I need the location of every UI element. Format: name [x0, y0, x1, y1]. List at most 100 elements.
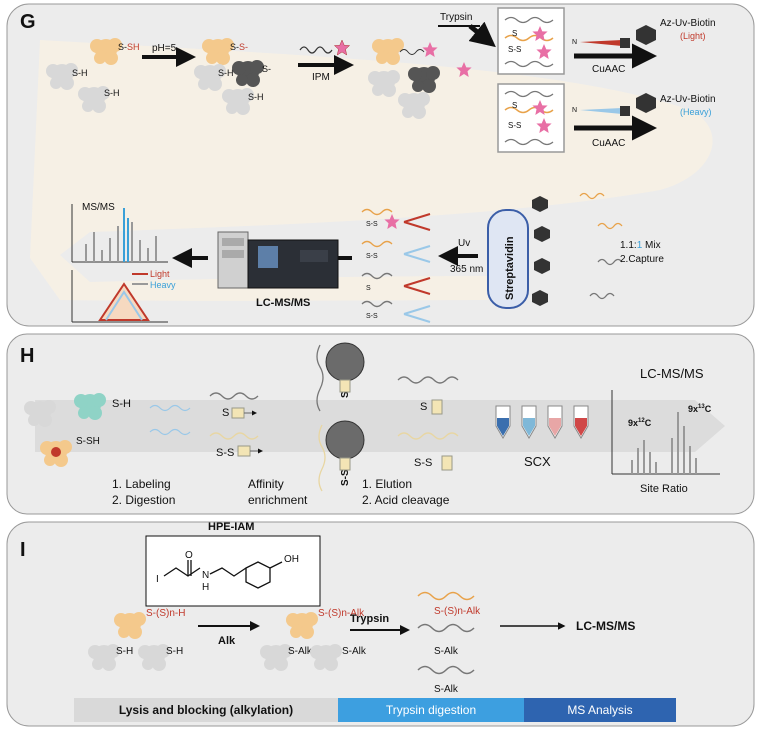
- protein-dark: [408, 66, 440, 93]
- peptide: [417, 623, 475, 633]
- scx-tubes: [495, 405, 589, 439]
- trypsin-label: Trypsin: [350, 613, 389, 625]
- peptide-modified: [417, 591, 475, 601]
- protein-grey: [310, 644, 342, 671]
- stage-ms: [524, 698, 676, 722]
- biotin-linker-light: [580, 40, 622, 46]
- uv-wavelength: 365 nm: [450, 264, 483, 275]
- stage-lysis: [74, 698, 338, 722]
- heavy-isotope-label: 9x13C: [688, 404, 712, 414]
- isotope-spectrum: [611, 390, 720, 475]
- legend-heavy: Heavy: [150, 280, 176, 290]
- panel-h: H S-H S-SH S S-S S S-S S S-S: [6, 333, 755, 515]
- s-label: S: [340, 391, 351, 398]
- s-h-label: S-H: [218, 68, 234, 78]
- cleaved-peptides: S-S S-S S S-S: [361, 208, 431, 323]
- azide-label: N: [572, 39, 577, 46]
- stage-trypsin-label: Trypsin digestion: [386, 703, 476, 717]
- biotin-icon: [636, 93, 656, 113]
- ss-label: S-S: [216, 447, 234, 459]
- s-s-label: S-S-: [230, 42, 248, 52]
- msms-spectrum: [71, 204, 168, 263]
- streptavidin-label: Streptavidin: [504, 236, 516, 300]
- panel-g-letter: G: [20, 11, 36, 33]
- peptide: [417, 665, 475, 675]
- s-h-label: S-H: [116, 646, 133, 657]
- panel-i-letter: I: [20, 539, 26, 561]
- protein-teal: [74, 393, 106, 420]
- heavy-peptide-box: [497, 83, 565, 153]
- s-sh-label: S-SH: [76, 436, 100, 447]
- s-h-label: S-H: [248, 92, 264, 102]
- s-dash-label: S-: [262, 64, 271, 74]
- ss-label: S-S: [508, 45, 521, 54]
- trypsin-label: Trypsin: [440, 12, 472, 23]
- captured-peptides: [579, 192, 623, 300]
- s-h-label: S-H: [104, 88, 120, 98]
- s-alk-label: S-Alk: [288, 646, 313, 657]
- s-label: S: [222, 407, 229, 419]
- ss-label: S-S: [340, 469, 351, 486]
- captured-biotins: [532, 196, 550, 306]
- legend-light: Light: [150, 269, 170, 279]
- svg-text:S-S: S-S: [366, 313, 378, 320]
- s-sn-alk-label: S-(S)n-Alk: [318, 608, 365, 619]
- alk-label: Alk: [218, 635, 236, 647]
- hpe-iam-structure-box: [145, 535, 321, 607]
- protein-grey: [368, 70, 400, 97]
- hpe-iam-label: HPE-IAM: [208, 521, 254, 533]
- s-sn-h-label: S-(S)n-H: [146, 608, 185, 619]
- s-alk-label: S-Alk: [342, 646, 367, 657]
- cuaac-label: CuAAC: [592, 138, 625, 149]
- protein-orange: [372, 38, 404, 65]
- affinity-bead: [325, 342, 365, 382]
- biotin-icon: [636, 25, 656, 45]
- hpe-iam-structure: [163, 560, 283, 589]
- protein-dark: [232, 60, 264, 87]
- scx-label: SCX: [524, 454, 551, 469]
- step-acid-cleavage: 2. Acid cleavage: [362, 493, 450, 507]
- atom-hydroxyl: OH: [284, 554, 299, 565]
- azide-label: N: [572, 107, 577, 114]
- lcmsms-label: LC-MS/MS: [256, 297, 310, 309]
- heavy-tag: (Heavy): [680, 107, 712, 117]
- svg-text:S: S: [366, 285, 371, 292]
- affinity-label-1: Affinity: [248, 477, 284, 491]
- lcmsms-label: LC-MS/MS: [576, 619, 635, 633]
- s-h-label: S-H: [72, 68, 88, 78]
- light-tag: (Light): [680, 31, 706, 41]
- protein-orange: [286, 612, 318, 639]
- quant-plot: [71, 270, 168, 323]
- affinity-bead: [325, 420, 365, 460]
- ss-label: S-S: [414, 457, 432, 469]
- panel-g: G S-SH S-H S-H pH=5 S-S- S-H S- S-H IPM …: [6, 3, 755, 327]
- stage-trypsin: [338, 698, 524, 722]
- s-label: S: [512, 29, 517, 38]
- svg-text:S-S: S-S: [366, 221, 378, 228]
- ipm-label: IPM: [312, 72, 330, 83]
- s-h-label: S-H: [112, 398, 131, 410]
- workflow-arrow-band: [35, 400, 725, 452]
- protein-grey: [398, 92, 430, 119]
- cuaac-label: CuAAC: [592, 64, 625, 75]
- ipm-probe: [299, 46, 333, 54]
- lc-ms-instrument: [217, 231, 339, 289]
- affinity-label-2: enrichment: [248, 493, 308, 507]
- az-biotin-label: Az-Uv-Biotin: [660, 18, 716, 29]
- s-label: S: [420, 401, 427, 413]
- atom-nitrogen: N: [202, 570, 209, 581]
- s-alk-label: S-Alk: [434, 684, 459, 695]
- svg-text:S-S: S-S: [366, 253, 378, 260]
- ss-label: S-S: [508, 121, 521, 130]
- panel-i: I HPE-IAM I O N H OH S-(S)n-H S-H S-H Al…: [6, 521, 755, 727]
- uv-label: Uv: [458, 238, 470, 249]
- s-sn-alk-label: S-(S)n-Alk: [434, 606, 481, 617]
- step-digestion: 2. Digestion: [112, 493, 175, 507]
- probe-chain: [399, 49, 425, 55]
- atom-hydrogen: H: [202, 582, 209, 593]
- site-ratio-label: Site Ratio: [640, 483, 688, 495]
- s-label: S: [512, 101, 517, 110]
- panel-h-letter: H: [20, 345, 34, 367]
- streptavidin-bead: [487, 209, 529, 309]
